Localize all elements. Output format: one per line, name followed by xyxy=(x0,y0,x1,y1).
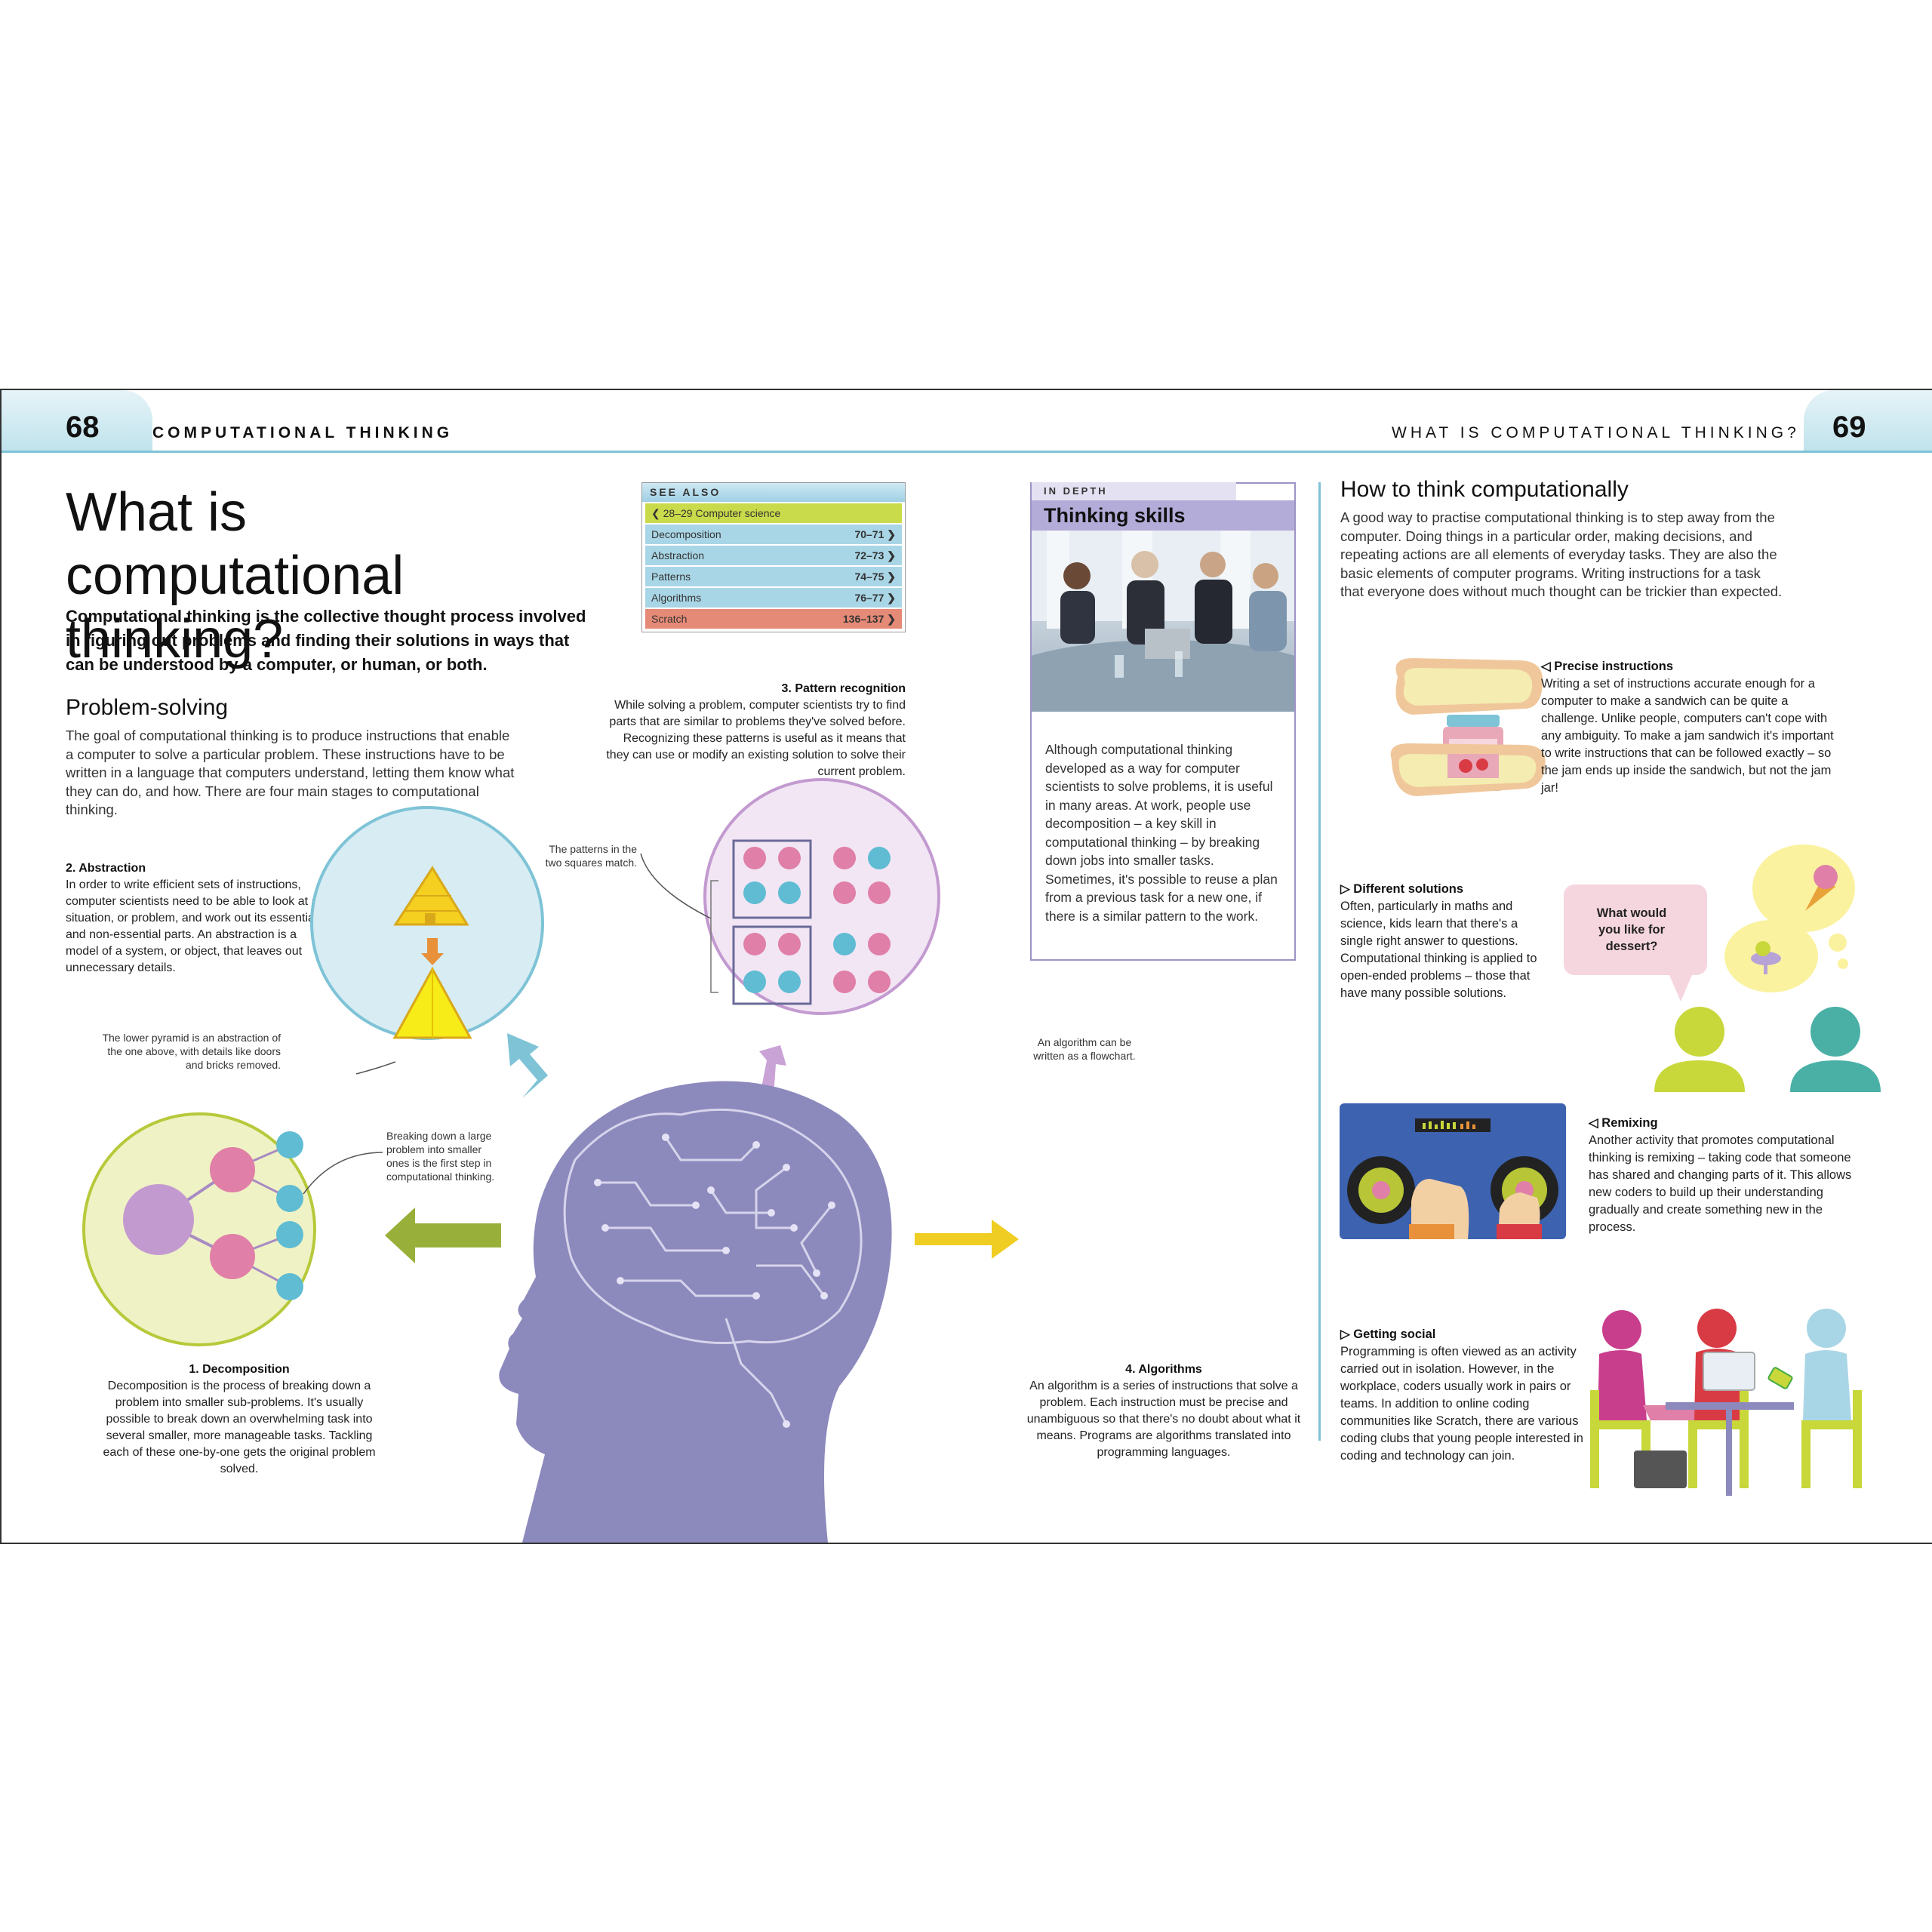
see-also-topic: ❮ 28–29 Computer science xyxy=(651,507,781,519)
jam-sandwich-illustration xyxy=(1390,658,1546,796)
abstraction-note: The lower pyramid is an abstraction of t… xyxy=(102,1032,281,1071)
page-title-line1: What is computational xyxy=(66,482,405,606)
head-silhouette xyxy=(499,1081,892,1543)
arrow-to-abstraction xyxy=(507,1033,548,1098)
algorithms-note: An algorithm can be written as a flowcha… xyxy=(1033,1036,1136,1062)
pattern-recognition-circle xyxy=(703,778,940,1015)
abstraction-caption: 2. Abstraction In order to write efficie… xyxy=(66,860,322,977)
right-running-head: WHAT IS COMPUTATIONAL THINKING? xyxy=(1392,424,1800,441)
decomposition-body: Decomposition is the process of breaking… xyxy=(103,1380,376,1475)
dessert-conversation-illustration xyxy=(1564,844,1881,1092)
algorithms-title: 4. Algorithms xyxy=(1125,1363,1202,1376)
different-caption: ▷ Different solutions Often, particularl… xyxy=(1340,881,1544,1002)
header-rule-right xyxy=(968,451,1932,453)
pattern-caption: 3. Pattern recognition While solving a p… xyxy=(605,681,906,780)
page-title: What is computational thinking? xyxy=(66,481,594,671)
see-also-topic: Decomposition xyxy=(651,528,721,540)
see-also-topic: Abstraction xyxy=(651,549,705,561)
see-also-pages: 76–77 ❯ xyxy=(854,592,896,604)
see-also-topic: Patterns xyxy=(651,571,691,583)
page-title-line2: thinking? xyxy=(66,609,284,669)
business-meeting-photo xyxy=(1032,531,1294,712)
see-also-topic: Scratch xyxy=(651,613,688,625)
see-also-row[interactable]: Scratch 136–137 ❯ xyxy=(645,609,902,629)
in-depth-body: Although computational thinking develope… xyxy=(1045,742,1278,924)
algorithms-caption: 4. Algorithms An algorithm is a series o… xyxy=(1024,1361,1303,1461)
abstraction-body: In order to write efficient sets of inst… xyxy=(66,878,318,974)
decomposition-caption: 1. Decomposition Decomposition is the pr… xyxy=(92,1361,386,1478)
see-also-pages: 136–137 ❯ xyxy=(842,613,896,625)
precise-caption: ◁ Precise instructions Writing a set of … xyxy=(1541,658,1843,797)
abstraction-circle xyxy=(310,806,544,1040)
page-divider xyxy=(1318,482,1321,1441)
social-body: Programming is often viewed as an activi… xyxy=(1340,1345,1583,1463)
left-page-number: 68 xyxy=(66,411,100,444)
dessert-bubble-text: What would you like for dessert? xyxy=(1596,906,1667,953)
see-also-pages: 74–75 ❯ xyxy=(854,571,896,583)
precise-body: Writing a set of instructions accurate e… xyxy=(1541,677,1834,795)
arrow-to-algorithms xyxy=(915,1220,1019,1259)
dj-decks-illustration xyxy=(1340,1103,1566,1239)
pattern-title: 3. Pattern recognition xyxy=(781,682,906,695)
intro-text: Computational thinking is the collective… xyxy=(66,607,586,674)
remixing-caption: ◁ Remixing Another activity that promote… xyxy=(1589,1115,1860,1236)
how-to-body: A good way to practise computational thi… xyxy=(1340,509,1783,599)
left-running-head: COMPUTATIONAL THINKING xyxy=(152,424,454,441)
see-also-row[interactable]: Decomposition 70–71 ❯ xyxy=(645,525,902,544)
precise-title: ◁ Precise instructions xyxy=(1541,660,1673,673)
see-also-topic: Algorithms xyxy=(651,592,702,604)
see-also-row[interactable]: Algorithms 76–77 ❯ xyxy=(645,588,902,608)
decomposition-title: 1. Decomposition xyxy=(189,1363,290,1376)
right-page-tab xyxy=(1804,390,1932,452)
see-also-row[interactable]: Patterns 74–75 ❯ xyxy=(645,567,902,586)
see-also-pages: 72–73 ❯ xyxy=(854,549,896,561)
arrow-to-decomposition xyxy=(385,1208,501,1263)
problem-solving-body: The goal of computational thinking is to… xyxy=(66,728,515,817)
book-spread: 68 COMPUTATIONAL THINKING WHAT IS COMPUT… xyxy=(0,389,1932,1544)
remixing-title: ◁ Remixing xyxy=(1589,1116,1658,1130)
decomposition-note: Breaking down a large problem into small… xyxy=(386,1130,495,1183)
decomposition-circle xyxy=(82,1112,316,1346)
social-caption: ▷ Getting social Programming is often vi… xyxy=(1340,1326,1589,1465)
header-rule-left xyxy=(2,451,968,453)
in-depth-box: IN DEPTH Thinking skills xyxy=(1030,482,1296,961)
problem-solving-heading: Problem-solving xyxy=(66,695,229,720)
how-to-heading: How to think computationally xyxy=(1340,477,1629,502)
in-depth-title: Thinking skills xyxy=(1032,500,1294,531)
see-also-row[interactable]: ❮ 28–29 Computer science xyxy=(645,503,902,523)
coding-team-illustration xyxy=(1590,1309,1862,1496)
see-also-heading: SEE ALSO xyxy=(642,483,905,502)
computational-thinking-diagram xyxy=(82,778,1019,1543)
abstraction-title: 2. Abstraction xyxy=(66,862,146,875)
social-title: ▷ Getting social xyxy=(1340,1327,1436,1341)
see-also-pages: 70–71 ❯ xyxy=(854,528,896,540)
different-body: Often, particularly in maths and science… xyxy=(1340,900,1537,1000)
pattern-note: The patterns in the two squares match. xyxy=(545,843,637,869)
in-depth-tab: IN DEPTH xyxy=(1032,482,1236,500)
algorithms-body: An algorithm is a series of instructions… xyxy=(1026,1380,1301,1459)
left-page-tab xyxy=(2,390,152,452)
right-page-number: 69 xyxy=(1832,411,1866,444)
different-title: ▷ Different solutions xyxy=(1340,882,1464,896)
see-also-row[interactable]: Abstraction 72–73 ❯ xyxy=(645,546,902,565)
remixing-body: Another activity that promotes computati… xyxy=(1589,1134,1852,1234)
pattern-body: While solving a problem, computer scient… xyxy=(606,699,906,778)
